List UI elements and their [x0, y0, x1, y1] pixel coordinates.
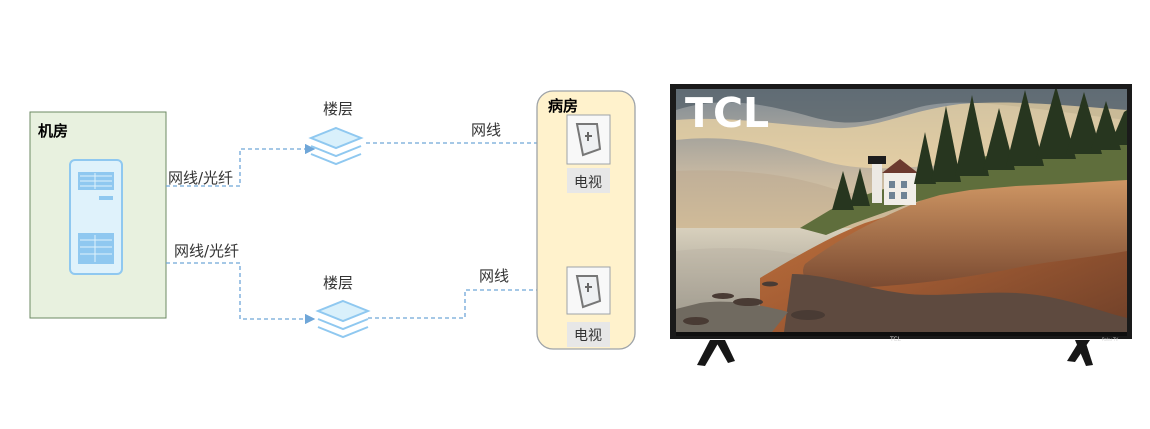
- pine-forest: [832, 89, 1127, 210]
- ward-room: 病房 电视 电视: [536, 90, 636, 350]
- upper-cable-link: 网线/光纤: [166, 143, 316, 187]
- tv-brand-logo: TCL: [685, 89, 769, 137]
- tv-product-image: TCL TCL Roku TV: [670, 84, 1132, 366]
- layers-icon: [315, 299, 371, 339]
- lower-floor-label: 楼层: [323, 274, 353, 292]
- monitor-icon: [575, 275, 602, 309]
- upper-floor-node: 楼层: [308, 100, 364, 166]
- tv-right-logo: Roku TV: [1102, 337, 1118, 342]
- lower-cable-label: 网线/光纤: [174, 242, 239, 260]
- shore-rocks: [683, 281, 825, 325]
- lighthouse-icon: [868, 156, 918, 205]
- upper-floor-ward-label: 网线: [471, 121, 501, 139]
- server-room: 机房: [29, 111, 167, 319]
- ward-tv-top-label: 电视: [574, 175, 602, 191]
- lower-floor-node: 楼层: [315, 274, 371, 339]
- tv-bottom-logo: TCL: [889, 336, 902, 343]
- server-room-title: 机房: [38, 122, 68, 140]
- ward-tv-device-top: 电视: [566, 114, 611, 193]
- lower-cable-link: 网线/光纤: [166, 242, 316, 325]
- ward-title: 病房: [548, 97, 578, 115]
- server-rack-icon: [69, 159, 123, 275]
- layers-icon: [308, 126, 364, 166]
- lower-floor-ward-link: 网线: [368, 267, 561, 319]
- lower-floor-ward-label: 网线: [479, 267, 509, 285]
- ward-tv-device-bottom: 电视: [566, 266, 611, 347]
- upper-floor-label: 楼层: [323, 100, 353, 118]
- monitor-icon: [575, 123, 602, 157]
- upper-cable-label: 网线/光纤: [168, 169, 233, 187]
- ward-tv-bottom-label: 电视: [574, 328, 602, 344]
- upper-floor-ward-link: 网线: [366, 121, 561, 149]
